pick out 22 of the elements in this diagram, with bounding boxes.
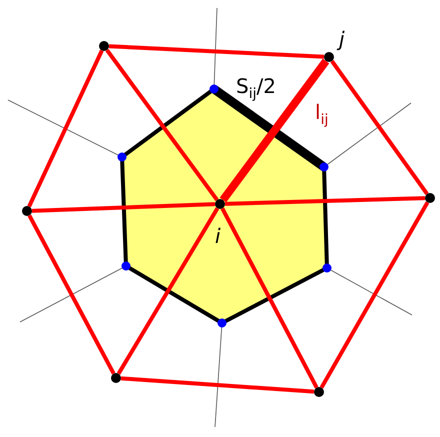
edge-length-label: S$_{ij}$/2 — [236, 76, 276, 101]
point-dot — [111, 373, 121, 383]
point-label: j — [339, 29, 345, 49]
edge-line — [32, 202, 216, 213]
edge-line — [224, 196, 426, 206]
edge-line — [28, 214, 116, 375]
point-dot — [314, 387, 324, 397]
edge-line — [27, 50, 104, 208]
thick-edge-line — [220, 58, 330, 202]
point-dot — [22, 206, 32, 216]
edge-line — [320, 201, 430, 389]
edge-line — [120, 376, 314, 394]
point-dot — [99, 41, 109, 51]
point-dot — [425, 193, 435, 203]
point-dot — [324, 52, 334, 62]
point-label: i — [215, 226, 221, 246]
edge-line — [105, 48, 219, 202]
edge-label: l$_{ij}$ — [314, 102, 330, 127]
edge-line — [116, 207, 220, 375]
edge-line — [108, 44, 324, 59]
edge-line — [220, 208, 318, 388]
edge-line — [330, 60, 429, 196]
